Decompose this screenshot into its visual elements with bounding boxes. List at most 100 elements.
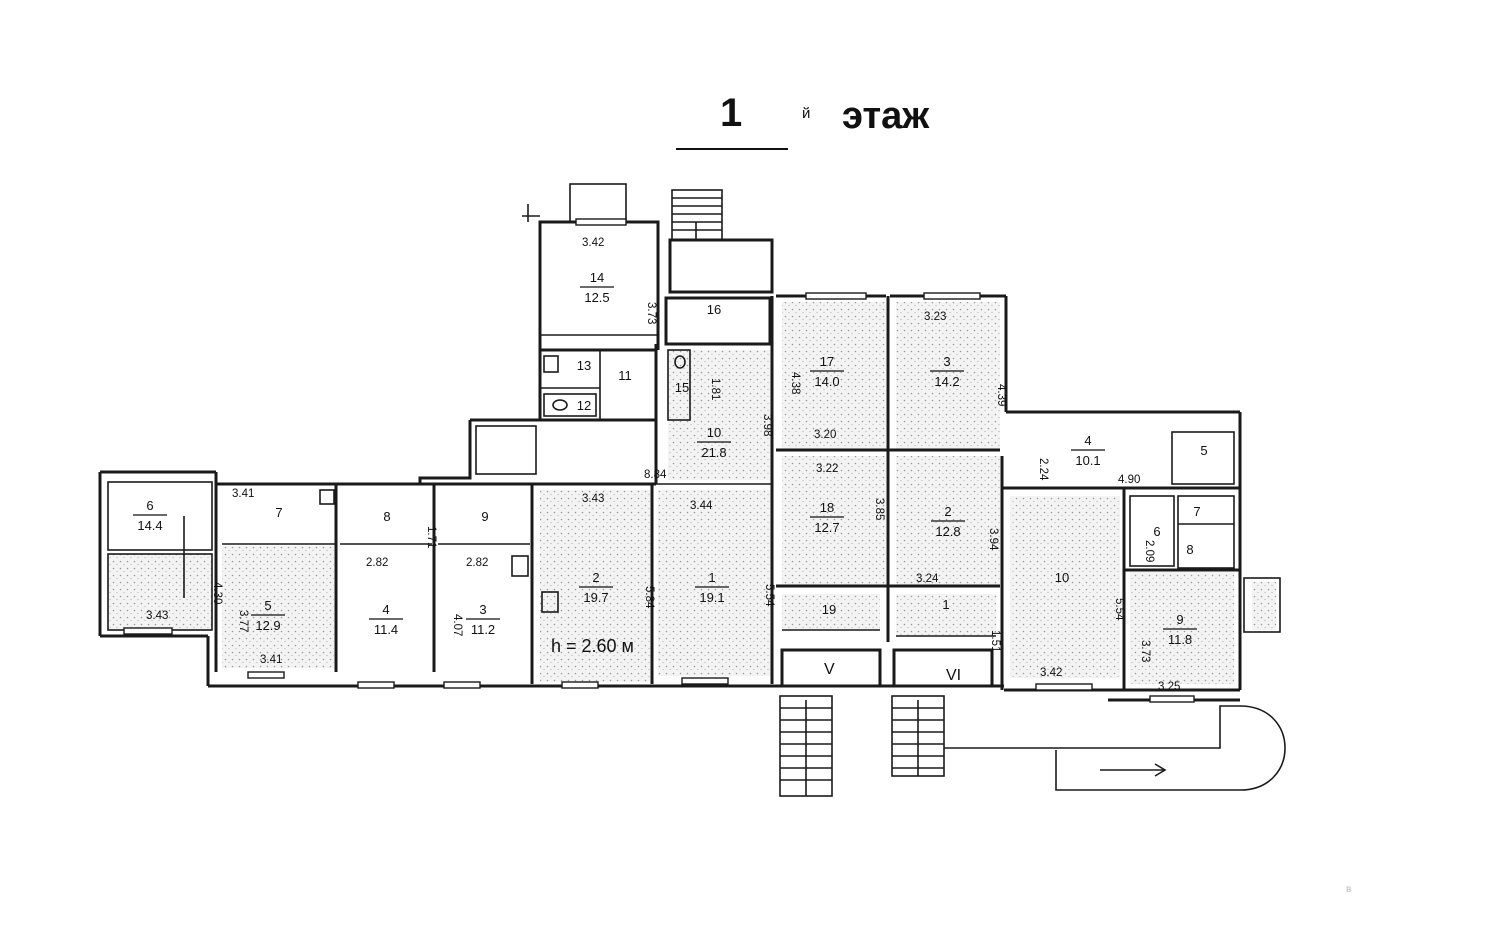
room-area: 14.2 [934,374,959,389]
room-number: 1 [708,570,715,585]
dimension-label: 8.84 [644,469,667,481]
dimension-label: 5.54 [1113,598,1125,621]
windows [123,218,1195,703]
room-area: 11.2 [471,622,495,637]
entrance-label-vi: VI [946,667,961,684]
dimension-label: 4.90 [1118,474,1140,486]
stippled-areas [108,302,1276,684]
watermark: в [1346,884,1351,895]
room-number: 12 [577,398,591,413]
floor-number: 1 [720,91,742,135]
dimension-labels: 3.423.731.813.988.844.383.203.234.392.24… [146,237,1180,693]
room-label-r14: 14 12.5 [580,270,614,305]
room-label-r2b: 212.8 [931,504,965,539]
dimension-label: 3.43 [146,610,168,622]
dimension-label: 3.41 [260,654,282,666]
dimension-label: 4.38 [789,372,801,394]
room-number: 11 [618,368,632,383]
dimension-label: 3.42 [1040,667,1062,679]
dimension-label: 4.30 [211,582,223,604]
room-label-r17: 17 14.0 [810,354,844,389]
dimension-label: 5.84 [643,586,655,609]
room-label-r1a: 119.1 [695,570,729,605]
room-number: 1 [942,597,949,612]
room-label-r13: 13 [577,358,591,373]
dimension-label: 3.77 [237,610,249,632]
room-label-r11: 11 [618,368,632,383]
floor-title: 1 й этаж [676,91,930,150]
dimension-label: 3.22 [816,463,838,475]
room-label-r8a: 8 [383,509,390,524]
room-label-r4b: 410.1 [1071,433,1105,468]
dimension-label: 3.43 [582,493,604,505]
dimension-label: 2.82 [466,557,488,569]
room-area: 12.5 [584,290,609,305]
dimension-label: 3.20 [814,429,836,441]
room-area: 12.8 [935,524,960,539]
dimension-label: 3.94 [987,528,999,551]
room-label-r8b: 8 [1186,542,1193,557]
room-label-r5a: 512.9 [251,598,285,633]
dimension-label: 3.41 [232,488,254,500]
room-label-r1b: 1 [942,597,949,612]
room-label-r16: 16 [707,302,721,317]
room-number: 17 [820,354,834,369]
room-number: 14 [590,270,604,285]
dimension-label: 3.73 [1139,640,1151,662]
room-number: 7 [275,505,282,520]
floor-word: этаж [842,95,930,137]
room-area: 21.8 [701,445,726,460]
room-number: 7 [1193,504,1200,519]
room-number: 2 [592,570,599,585]
room-number: 5 [1200,443,1207,458]
dimension-label: 2.82 [366,557,388,569]
room-label-r6b: 6 [1153,524,1160,539]
dimension-label: 3.44 [690,500,713,512]
room-number: 15 [675,380,689,395]
room-number: 5 [264,598,271,613]
room-label-r10b: 10 [1055,570,1069,585]
dimension-label: 3.23 [924,311,946,323]
room-number: 3 [479,602,486,617]
room-label-r7a: 7 [275,505,282,520]
room-label-r4a: 411.4 [369,602,403,637]
floor-number-suffix: й [802,105,810,122]
dimension-label: 2.09 [1143,540,1155,562]
room-label-r19: 19 [822,602,836,617]
entrance-label-v: V [824,661,835,678]
dimension-label: 3.73 [645,302,657,324]
dimension-label: 1.51 [989,630,1001,652]
room-area: 14.0 [814,374,839,389]
room-labels: 1412.513121115161021.81714.0314.2410.156… [133,270,1208,647]
room-area: 12.9 [255,618,280,633]
dimension-label: 5.54 [763,584,775,607]
room-area: 14.4 [137,518,162,533]
room-number: 19 [822,602,836,617]
ceiling-height: h = 2.60 м [551,636,634,656]
dimension-label: 3.25 [1158,681,1180,693]
room-label-r2a: 219.7 [579,570,613,605]
room-label-r3a: 311.2 [466,602,500,637]
room-number: 13 [577,358,591,373]
room-label-r9b: 911.8 [1163,612,1197,647]
room-number: 4 [1084,433,1091,448]
room-label-r9a: 9 [481,509,488,524]
room-number: 6 [1153,524,1160,539]
dimension-label: 4.39 [995,384,1007,406]
room-number: 8 [383,509,390,524]
room-label-r5b: 5 [1200,443,1207,458]
dimension-label: 3.85 [873,498,885,520]
room-area: 11.4 [374,622,398,637]
room-area: 10.1 [1075,453,1100,468]
room-number: 2 [944,504,951,519]
dimension-label: 3.24 [916,573,939,585]
room-label-r15: 15 [675,380,689,395]
room-area: 19.7 [583,590,608,605]
dimension-label: 3.42 [582,237,604,249]
room-number: 9 [481,509,488,524]
room-number: 10 [1055,570,1069,585]
dimension-label: 4.07 [451,614,463,636]
room-number: 6 [146,498,153,513]
